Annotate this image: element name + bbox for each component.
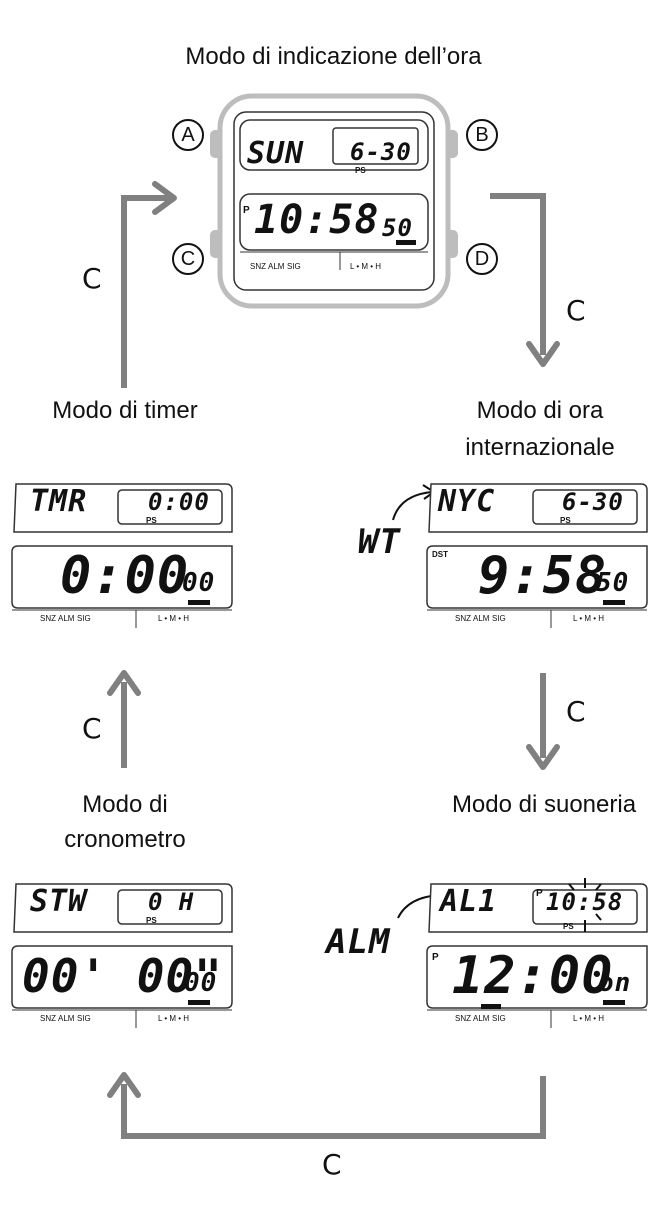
worldtime-display-frame bbox=[426, 483, 648, 628]
alarm-status: on bbox=[598, 968, 632, 998]
callout-alm: ALM bbox=[326, 922, 391, 962]
timer-label: TMR bbox=[30, 484, 88, 519]
button-a: A bbox=[172, 119, 204, 151]
indicator-lmh: L • M • H bbox=[158, 614, 190, 623]
timer-seconds: 00 bbox=[182, 568, 216, 598]
stopwatch-seconds: 00 bbox=[184, 968, 218, 998]
timekeeping-time: 10:58 bbox=[254, 197, 380, 243]
indicator-lmh: L • M • H bbox=[573, 614, 605, 623]
pm-indicator: P bbox=[536, 888, 543, 899]
indicator-alm: ALM bbox=[473, 1014, 490, 1023]
stopwatch-time: 00' 00" bbox=[22, 949, 223, 1003]
alarm-display-frame bbox=[426, 878, 648, 1028]
c-label-alarm-to-stopwatch: C bbox=[322, 1148, 342, 1181]
ps-indicator: PS bbox=[146, 516, 157, 525]
indicator-snz: SNZ bbox=[455, 614, 471, 623]
ps-indicator: PS bbox=[146, 916, 157, 925]
alarm-time: 12:00 bbox=[452, 946, 614, 1006]
indicator-sig: SIG bbox=[492, 614, 506, 623]
callout-arrow-wt bbox=[392, 491, 433, 521]
c-label-time-to-world: C bbox=[566, 294, 586, 327]
title-stopwatch-line2: cronometro bbox=[64, 826, 186, 853]
timekeeping-date: 6-30 bbox=[350, 138, 412, 166]
arrow-timekeeping-to-worldtime bbox=[490, 193, 546, 355]
timer-time: 0:00 bbox=[60, 546, 190, 606]
worldtime-date: 6-30 bbox=[562, 488, 624, 516]
pm-indicator: P bbox=[243, 205, 250, 216]
indicator-alm: ALM bbox=[58, 1014, 75, 1023]
indicator-snz: SNZ bbox=[40, 614, 56, 623]
stopwatch-label: STW bbox=[30, 884, 88, 919]
stopwatch-hours: 0 H bbox=[148, 888, 195, 916]
timer-display-frame bbox=[11, 483, 233, 628]
callout-wt: WT bbox=[358, 522, 401, 562]
worldtime-city: NYC bbox=[438, 484, 496, 519]
button-d: D bbox=[466, 243, 498, 275]
alarm-label: AL1 bbox=[440, 884, 498, 919]
c-label-stopwatch-to-timer: C bbox=[82, 712, 102, 745]
indicator-snz: SNZ bbox=[250, 262, 266, 271]
c-label-timer-to-time: C bbox=[82, 262, 102, 295]
watch-case bbox=[210, 93, 458, 309]
indicator-alm: ALM bbox=[268, 262, 285, 271]
stopwatch-display-frame bbox=[11, 883, 233, 1028]
indicator-alm: ALM bbox=[58, 614, 75, 623]
pm-indicator: P bbox=[432, 952, 439, 963]
timekeeping-seconds: 50 bbox=[382, 214, 413, 242]
button-b: B bbox=[466, 119, 498, 151]
indicator-sig: SIG bbox=[77, 1014, 91, 1023]
title-worldtime-line1: Modo di ora bbox=[476, 397, 604, 424]
timer-setting: 0:00 bbox=[148, 488, 210, 516]
ps-indicator: PS bbox=[563, 922, 574, 931]
arrow-alarm-to-stopwatch bbox=[121, 1076, 546, 1139]
indicator-snz: SNZ bbox=[455, 1014, 471, 1023]
worldtime-seconds: 50 bbox=[596, 568, 630, 598]
button-c: C bbox=[172, 243, 204, 275]
worldtime-time: 9:58 bbox=[478, 546, 608, 606]
indicator-alm: ALM bbox=[473, 614, 490, 623]
indicator-snz: SNZ bbox=[40, 1014, 56, 1023]
ps-indicator: PS bbox=[560, 516, 571, 525]
indicator-sig: SIG bbox=[287, 262, 301, 271]
indicator-sig: SIG bbox=[77, 614, 91, 623]
c-label-world-to-alarm: C bbox=[566, 695, 586, 728]
title-stopwatch-line1: Modo di bbox=[82, 791, 168, 818]
timekeeping-day: SUN bbox=[247, 136, 305, 171]
indicator-lmh: L • M • H bbox=[158, 1014, 190, 1023]
dst-indicator: DST bbox=[432, 550, 448, 559]
arrow-timer-to-timekeeping bbox=[121, 195, 172, 388]
indicator-sig: SIG bbox=[492, 1014, 506, 1023]
ps-indicator: PS bbox=[355, 166, 366, 175]
indicator-lmh: L • M • H bbox=[573, 1014, 605, 1023]
indicator-lmh: L • M • H bbox=[350, 262, 382, 271]
title-timekeeping: Modo di indicazione dell’ora bbox=[185, 43, 482, 70]
title-timer: Modo di timer bbox=[52, 397, 198, 424]
alarm-current-time: 10:58 bbox=[546, 888, 624, 916]
title-worldtime-line2: internazionale bbox=[465, 434, 615, 461]
title-alarm: Modo di suoneria bbox=[451, 791, 637, 818]
